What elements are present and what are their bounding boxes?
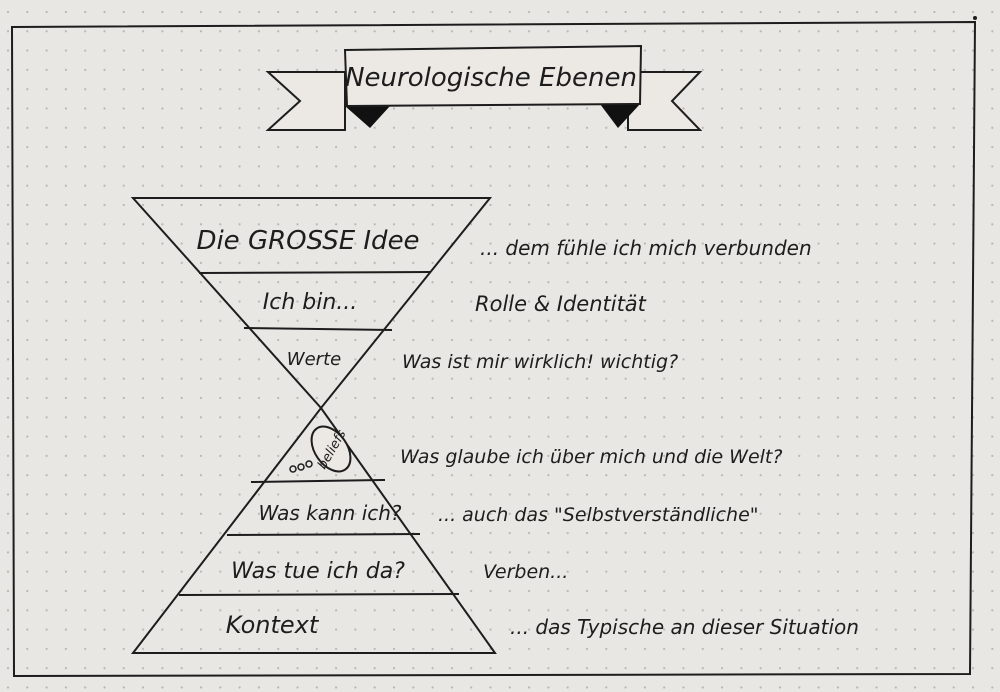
level-label-big-idea: Die GROSSE Idee [196,226,419,256]
title-banner: Neurologische Ebenen [265,44,703,131]
bubble-dot-2 [297,463,305,471]
note-identity: Rolle & Identität [475,292,647,316]
upper-triangle [130,197,493,410]
level-label-values: Werte [287,349,341,370]
thought-bubble-icon: beliefs [289,425,352,473]
divider-4 [250,479,386,483]
note-beliefs: Was glaube ich über mich und die Welt? [400,446,782,468]
bubble-dot-1 [305,460,313,468]
page-title: Neurologische Ebenen [345,63,637,93]
page-frame [10,20,977,678]
note-context: ... das Typische an dieser Situation [510,615,859,639]
corner-dot [973,16,977,20]
bubble-dot-3 [289,465,297,473]
divider-5 [226,533,421,536]
lower-triangle [130,406,497,654]
divider-1 [198,271,431,274]
banner-body [343,44,643,108]
divider-2 [243,327,393,331]
banner-right-fold [600,104,640,128]
level-label-capabilities: Was kann ich? [258,501,401,525]
level-label-context: Kontext [226,611,320,639]
banner-left-fold [345,106,390,128]
note-behavior: Verben... [483,561,568,583]
note-big-idea: ... dem fühle ich mich verbunden [480,236,812,260]
banner-left-tail [265,71,346,131]
level-label-identity: Ich bin... [263,290,358,315]
level-label-behavior: Was tue ich da? [231,559,405,584]
divider-6 [178,593,460,596]
thought-bubble [310,425,352,473]
hourglass-diagram: beliefs Die GROSSE Idee Ich bin... Werte… [130,197,497,654]
note-values: Was ist mir wirklich! wichtig? [402,351,678,373]
note-capabilities: ... auch das "Selbstverständliche" [438,504,759,526]
side-notes: ... dem fühle ich mich verbunden Rolle &… [400,236,859,639]
